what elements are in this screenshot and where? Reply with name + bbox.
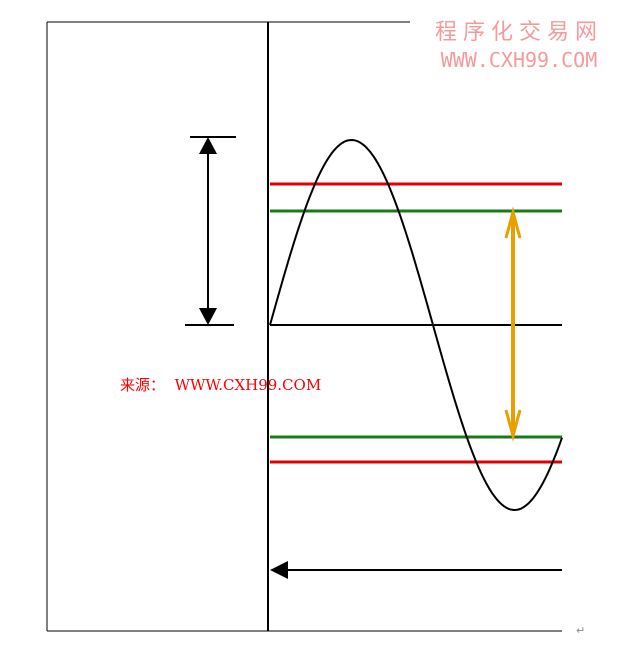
watermark-url: WWW.CXH99.COM — [440, 48, 598, 72]
watermark-chinese: 程序化交易网 — [434, 20, 603, 45]
watermark: 程序化交易网 WWW.CXH99.COM — [435, 14, 603, 72]
orange-range-arrow — [504, 206, 522, 442]
paragraph-mark: ↵ — [576, 624, 586, 637]
frame — [46, 21, 562, 632]
sine-curve — [269, 138, 563, 512]
amplitude-arrow — [185, 136, 236, 326]
time-arrow — [270, 561, 562, 579]
source-caption: 来源： WWW.CXH99.COM — [120, 374, 321, 395]
source-label: 来源： — [120, 376, 166, 394]
source-url: WWW.CXH99.COM — [174, 376, 322, 394]
